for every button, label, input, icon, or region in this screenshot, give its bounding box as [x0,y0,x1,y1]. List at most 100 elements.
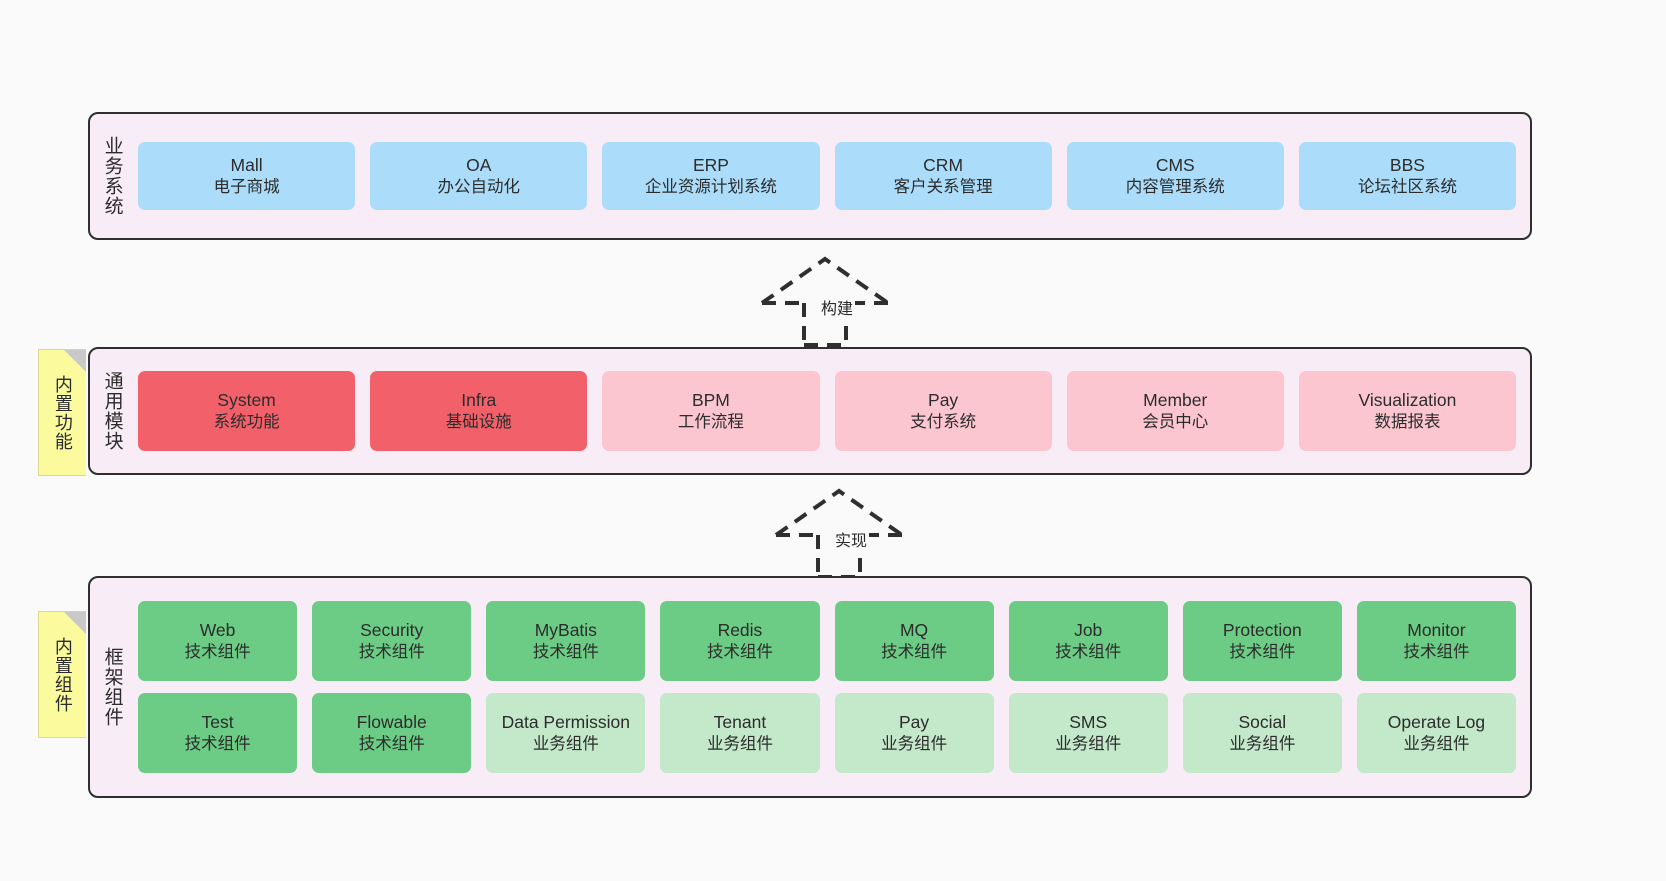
tile-title: MQ [899,619,929,640]
tile-row: Mall 电子商城 OA 办公自动化 ERP 企业资源计划系统 CRM 客户关系… [138,142,1517,210]
tile-subtitle: 技术组件 [1403,642,1470,661]
tile-pay-business[interactable]: Pay 业务组件 [834,693,994,773]
connector-implement: 实现 [771,487,921,579]
tile-title: System [217,389,276,410]
tile-erp[interactable]: ERP 企业资源计划系统 [602,142,820,210]
tile-subtitle: 技术组件 [358,734,425,753]
tile-title: OA [466,154,492,175]
tile-crm[interactable]: CRM 客户关系管理 [834,142,1052,210]
tile-subtitle: 基础设施 [445,412,512,431]
tile-subtitle: 技术组件 [1229,642,1296,661]
tile-subtitle: 工作流程 [677,412,744,431]
layer-body-business: Mall 电子商城 OA 办公自动化 ERP 企业资源计划系统 CRM 客户关系… [134,114,1530,238]
tile-pay[interactable]: Pay 支付系统 [834,371,1052,451]
tile-infra[interactable]: Infra 基础设施 [370,371,588,451]
tile-security[interactable]: Security 技术组件 [312,601,472,681]
tile-subtitle: 技术组件 [358,642,425,661]
tile-subtitle: 业务组件 [532,734,599,753]
tile-title: Data Permission [501,711,630,732]
tile-title: Infra [461,389,497,410]
tile-subtitle: 会员中心 [1142,412,1209,431]
tile-title: Tenant [713,711,767,732]
tile-subtitle: 企业资源计划系统 [644,177,777,196]
sticky-note-builtin-features: 内置功能 [38,349,86,476]
tile-title: Mall [230,154,263,175]
tile-subtitle: 系统功能 [213,412,280,431]
tile-cms[interactable]: CMS 内容管理系统 [1066,142,1284,210]
tile-sms[interactable]: SMS 业务组件 [1008,693,1168,773]
tile-title: BBS [1389,154,1425,175]
tile-oa[interactable]: OA 办公自动化 [370,142,588,210]
arrow-head-icon [760,256,890,305]
tile-web[interactable]: Web 技术组件 [138,601,298,681]
tile-test[interactable]: Test 技术组件 [138,693,298,773]
layer-body-framework: Web 技术组件 Security 技术组件 MyBatis 技术组件 Redi… [134,578,1530,796]
tile-title: SMS [1069,711,1108,732]
tile-protection[interactable]: Protection 技术组件 [1182,601,1342,681]
layer-common-modules: 通用模块 System 系统功能 Infra 基础设施 BPM 工作流程 Pay… [88,347,1532,475]
tile-system[interactable]: System 系统功能 [138,371,356,451]
tile-subtitle: 办公自动化 [437,177,521,196]
connector-label-implement: 实现 [833,527,870,551]
tile-subtitle: 技术组件 [881,642,948,661]
tile-title: Security [360,619,424,640]
tile-flowable[interactable]: Flowable 技术组件 [312,693,472,773]
tile-row: Web 技术组件 Security 技术组件 MyBatis 技术组件 Redi… [138,601,1516,681]
tile-subtitle: 技术组件 [184,734,251,753]
sticky-note-label: 内置功能 [52,374,73,451]
tile-row: Test 技术组件 Flowable 技术组件 Data Permission … [138,693,1516,773]
tile-bbs[interactable]: BBS 论坛社区系统 [1298,142,1517,210]
tile-title: Redis [717,619,763,640]
tile-member[interactable]: Member 会员中心 [1066,371,1284,451]
tile-title: Test [201,711,234,732]
tile-subtitle: 业务组件 [1055,734,1122,753]
tile-subtitle: 技术组件 [706,642,773,661]
tile-subtitle: 内容管理系统 [1125,177,1225,196]
tile-subtitle: 业务组件 [881,734,948,753]
layer-framework-components: 框架组件 Web 技术组件 Security 技术组件 MyBatis 技术组件… [88,576,1532,798]
tile-title: Social [1238,711,1287,732]
tile-subtitle: 数据报表 [1374,412,1441,431]
tile-data-permission[interactable]: Data Permission 业务组件 [486,693,646,773]
tile-title: Operate Log [1387,711,1486,732]
tile-subtitle: 业务组件 [1229,734,1296,753]
sticky-note-label: 内置组件 [52,636,73,713]
tile-mall[interactable]: Mall 电子商城 [138,142,356,210]
tile-subtitle: 业务组件 [1403,734,1470,753]
tile-title: Pay [928,389,959,410]
tile-mybatis[interactable]: MyBatis 技术组件 [486,601,646,681]
tile-title: Protection [1222,619,1302,640]
tile-subtitle: 客户关系管理 [893,177,993,196]
tile-subtitle: 论坛社区系统 [1357,177,1457,196]
tile-title: Pay [898,711,930,732]
tile-title: ERP [692,154,729,175]
tile-subtitle: 支付系统 [910,412,977,431]
layer-title-modules: 通用模块 [101,371,123,451]
tile-title: Visualization [1358,389,1457,410]
sticky-note-builtin-components: 内置组件 [38,611,86,738]
tile-social[interactable]: Social 业务组件 [1182,693,1342,773]
tile-row: System 系统功能 Infra 基础设施 BPM 工作流程 Pay 支付系统… [138,371,1517,451]
tile-operate-log[interactable]: Operate Log 业务组件 [1356,693,1516,773]
tile-title: Flowable [356,711,427,732]
tile-redis[interactable]: Redis 技术组件 [660,601,820,681]
tile-title: Web [199,619,236,640]
tile-title: Job [1074,619,1103,640]
tile-title: Monitor [1407,619,1466,640]
tile-subtitle: 技术组件 [532,642,599,661]
tile-title: Member [1143,389,1208,410]
tile-mq[interactable]: MQ 技术组件 [834,601,994,681]
layer-business-systems: 业务系统 Mall 电子商城 OA 办公自动化 ERP 企业资源计划系统 CRM… [88,112,1532,240]
tile-job[interactable]: Job 技术组件 [1008,601,1168,681]
tile-visualization[interactable]: Visualization 数据报表 [1298,371,1517,451]
layer-body-modules: System 系统功能 Infra 基础设施 BPM 工作流程 Pay 支付系统… [134,349,1530,473]
arrow-head-icon [774,488,904,537]
tile-subtitle: 电子商城 [213,177,280,196]
layer-title-business: 业务系统 [101,136,123,216]
tile-monitor[interactable]: Monitor 技术组件 [1356,601,1516,681]
tile-bpm[interactable]: BPM 工作流程 [602,371,820,451]
tile-title: CRM [923,154,964,175]
tile-title: CMS [1155,154,1195,175]
tile-tenant[interactable]: Tenant 业务组件 [660,693,820,773]
layer-title-framework: 框架组件 [101,647,123,727]
